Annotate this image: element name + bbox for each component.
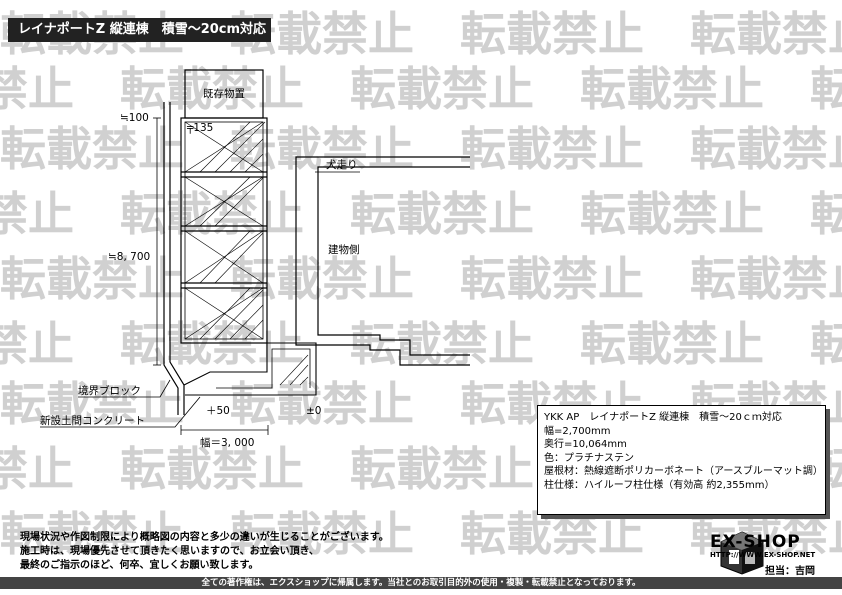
watermark-text: 転載禁止	[580, 62, 764, 116]
carport-cross-braces	[184, 121, 264, 340]
disclaimer-notes: 現場状況や作図制限により概略図の内容と多少の違いが生じることがございます。 施工…	[20, 531, 389, 573]
new-concrete-label: 新設土間コンクリート	[40, 414, 145, 427]
watermark-text: 転載禁止	[690, 7, 842, 61]
logo-name: EX-SHOP	[710, 532, 801, 552]
watermark-text: 転載禁止	[690, 507, 842, 561]
building-outline	[295, 156, 470, 366]
watermark-text: 転載禁止	[580, 317, 764, 371]
spec-line: 幅=2,700mm	[544, 425, 611, 437]
ex-shop-logo-icon	[720, 531, 764, 575]
watermark-text: 転載禁止	[0, 62, 74, 116]
spec-box: YKK AP レイナポートZ 縦連棟 積雪～20ｃｍ対応 幅=2,700mm 奥…	[537, 405, 826, 515]
copyright-footer: 全ての著作権は、エクスショップに帰属します。当社とのお取引目的外の使用・複製・転…	[0, 577, 842, 589]
concrete-apron	[183, 342, 317, 396]
leader-new-concrete	[40, 396, 201, 428]
watermark-text: 転載禁止	[230, 252, 414, 306]
page-title: レイナポートZ 縦連棟 積雪～20cm対応	[8, 18, 271, 42]
width-dimension-label: 幅＝3, 000	[200, 436, 254, 449]
leader-boundary-block	[78, 379, 171, 398]
walkway-outline	[317, 166, 470, 356]
plus0-label: ±0	[306, 405, 321, 417]
spec-line: 色：プラチナステン	[544, 452, 634, 464]
watermark-text: 転載禁止	[350, 187, 534, 241]
watermark-text: 転載禁止	[810, 317, 842, 371]
boundary-block-line	[163, 102, 179, 415]
note-line: 施工時は、現場優先させて頂きたく思いますので、お立会い頂き、	[20, 546, 319, 557]
watermark-text: 転載禁止	[580, 187, 764, 241]
watermark-text: 転載禁止	[0, 187, 74, 241]
carport-bay-dividers	[181, 171, 267, 289]
watermark-text: 転載禁止	[230, 377, 414, 431]
plus50-label: ＋50	[206, 405, 230, 417]
watermark-text: 転載禁止	[690, 252, 842, 306]
watermark-text: 転載禁止	[460, 122, 644, 176]
watermark-text: 転載禁止	[120, 62, 304, 116]
note-line: 最終のご指示のほど、何卒、宜しくお願い致します。	[20, 560, 259, 571]
existing-shed-label: 既存物置	[203, 87, 245, 100]
logo-url: HTTP://WWW.EX-SHOP.NET	[710, 551, 816, 559]
dimension-8700-label: ≒8, 700	[108, 251, 150, 263]
boundary-block-label: 境界ブロック	[78, 384, 141, 397]
watermark-text: 転載禁止	[690, 122, 842, 176]
watermark-text: 転載禁止	[0, 442, 74, 496]
watermark-text: 転載禁止	[460, 507, 644, 561]
note-line: 現場状況や作図制限により概略図の内容と多少の違いが生じることがございます。	[20, 532, 389, 543]
spec-line: 奥行=10,064mm	[544, 439, 627, 450]
watermark-text: 転載禁止	[0, 122, 184, 176]
watermark-text: 転載禁止	[810, 187, 842, 241]
dimension-100-label: ≒100	[120, 112, 149, 124]
watermark-text: 転載禁止	[460, 7, 644, 61]
spec-line: 柱仕様：ハイルーフ柱仕様（有効高 約2,355mm）	[544, 479, 775, 491]
walkway-label: 犬走り	[326, 158, 358, 171]
spec-line: 屋根材：熱線遮断ポリカーボネート（アースブルーマット調）	[544, 466, 823, 477]
watermark-text: 転載禁止	[120, 317, 304, 371]
watermark-text: 転載禁止	[350, 317, 534, 371]
watermark-text: 転載禁止	[350, 62, 534, 116]
watermark-text: 転載禁止	[0, 252, 184, 306]
dimension-135-label: ╤135	[186, 122, 213, 134]
watermark-text: 転載禁止	[230, 507, 414, 561]
watermark-text: 転載禁止	[350, 442, 534, 496]
watermark-text: 転載禁止	[0, 377, 184, 431]
watermark-text: 転載禁止	[120, 442, 304, 496]
watermark-text: 転載禁止	[810, 62, 842, 116]
watermark-text: 転載禁止	[460, 252, 644, 306]
building-side-label: 建物側	[328, 243, 360, 256]
staff-label: 担当：吉岡	[765, 566, 815, 577]
spec-line: YKK AP レイナポートZ 縦連棟 積雪～20ｃｍ対応	[544, 412, 782, 423]
watermark-text: 転載禁止	[0, 507, 184, 561]
watermark-text: 転載禁止	[0, 317, 74, 371]
roof-hatch	[199, 121, 266, 340]
